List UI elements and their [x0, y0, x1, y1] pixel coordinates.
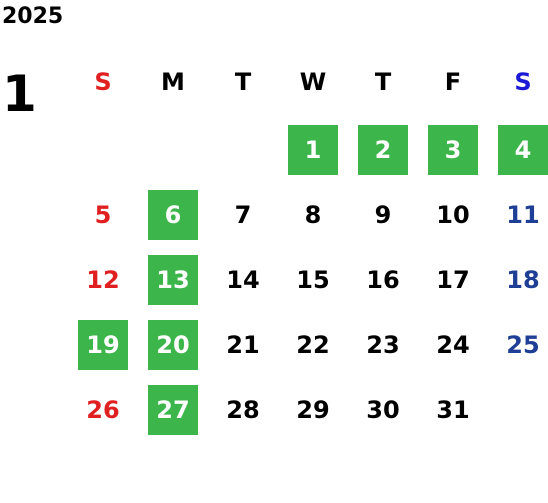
day-cell-9[interactable]: 9 — [374, 201, 392, 229]
weekday-thursday: T — [374, 68, 392, 96]
day-cell-8[interactable]: 8 — [304, 201, 322, 229]
day-cell-16[interactable]: 16 — [366, 266, 400, 294]
day-cell-31[interactable]: 31 — [436, 396, 470, 424]
year-label: 2025 — [2, 4, 64, 29]
day-cell-10[interactable]: 10 — [436, 201, 470, 229]
day-cell-22[interactable]: 22 — [296, 331, 330, 359]
day-cell-18[interactable]: 18 — [506, 266, 540, 294]
day-cell-29[interactable]: 29 — [296, 396, 330, 424]
day-cell-23[interactable]: 23 — [366, 331, 400, 359]
weekday-saturday: S — [514, 68, 532, 96]
weekday-friday: F — [444, 68, 462, 96]
day-cell-13[interactable]: 13 — [148, 255, 198, 305]
weekday-sunday: S — [94, 68, 112, 96]
day-cell-28[interactable]: 28 — [226, 396, 260, 424]
day-cell-14[interactable]: 14 — [226, 266, 260, 294]
day-cell-19[interactable]: 19 — [78, 320, 128, 370]
day-cell-24[interactable]: 24 — [436, 331, 470, 359]
day-cell-20[interactable]: 20 — [148, 320, 198, 370]
weekday-wednesday: W — [299, 68, 327, 96]
day-cell-7[interactable]: 7 — [234, 201, 252, 229]
day-cell-12[interactable]: 12 — [86, 266, 120, 294]
day-cell-17[interactable]: 17 — [436, 266, 470, 294]
weekday-monday: M — [161, 68, 185, 96]
day-cell-3[interactable]: 3 — [428, 125, 478, 175]
day-cell-25[interactable]: 25 — [506, 331, 540, 359]
day-cell-5[interactable]: 5 — [94, 201, 112, 229]
day-cell-6[interactable]: 6 — [148, 190, 198, 240]
day-cell-15[interactable]: 15 — [296, 266, 330, 294]
day-cell-11[interactable]: 11 — [506, 201, 540, 229]
day-cell-30[interactable]: 30 — [366, 396, 400, 424]
month-number: 1 — [2, 65, 37, 123]
day-cell-26[interactable]: 26 — [86, 396, 120, 424]
day-cell-1[interactable]: 1 — [288, 125, 338, 175]
weekday-tuesday: T — [234, 68, 252, 96]
day-cell-21[interactable]: 21 — [226, 331, 260, 359]
day-cell-2[interactable]: 2 — [358, 125, 408, 175]
day-cell-4[interactable]: 4 — [498, 125, 548, 175]
day-cell-27[interactable]: 27 — [148, 385, 198, 435]
